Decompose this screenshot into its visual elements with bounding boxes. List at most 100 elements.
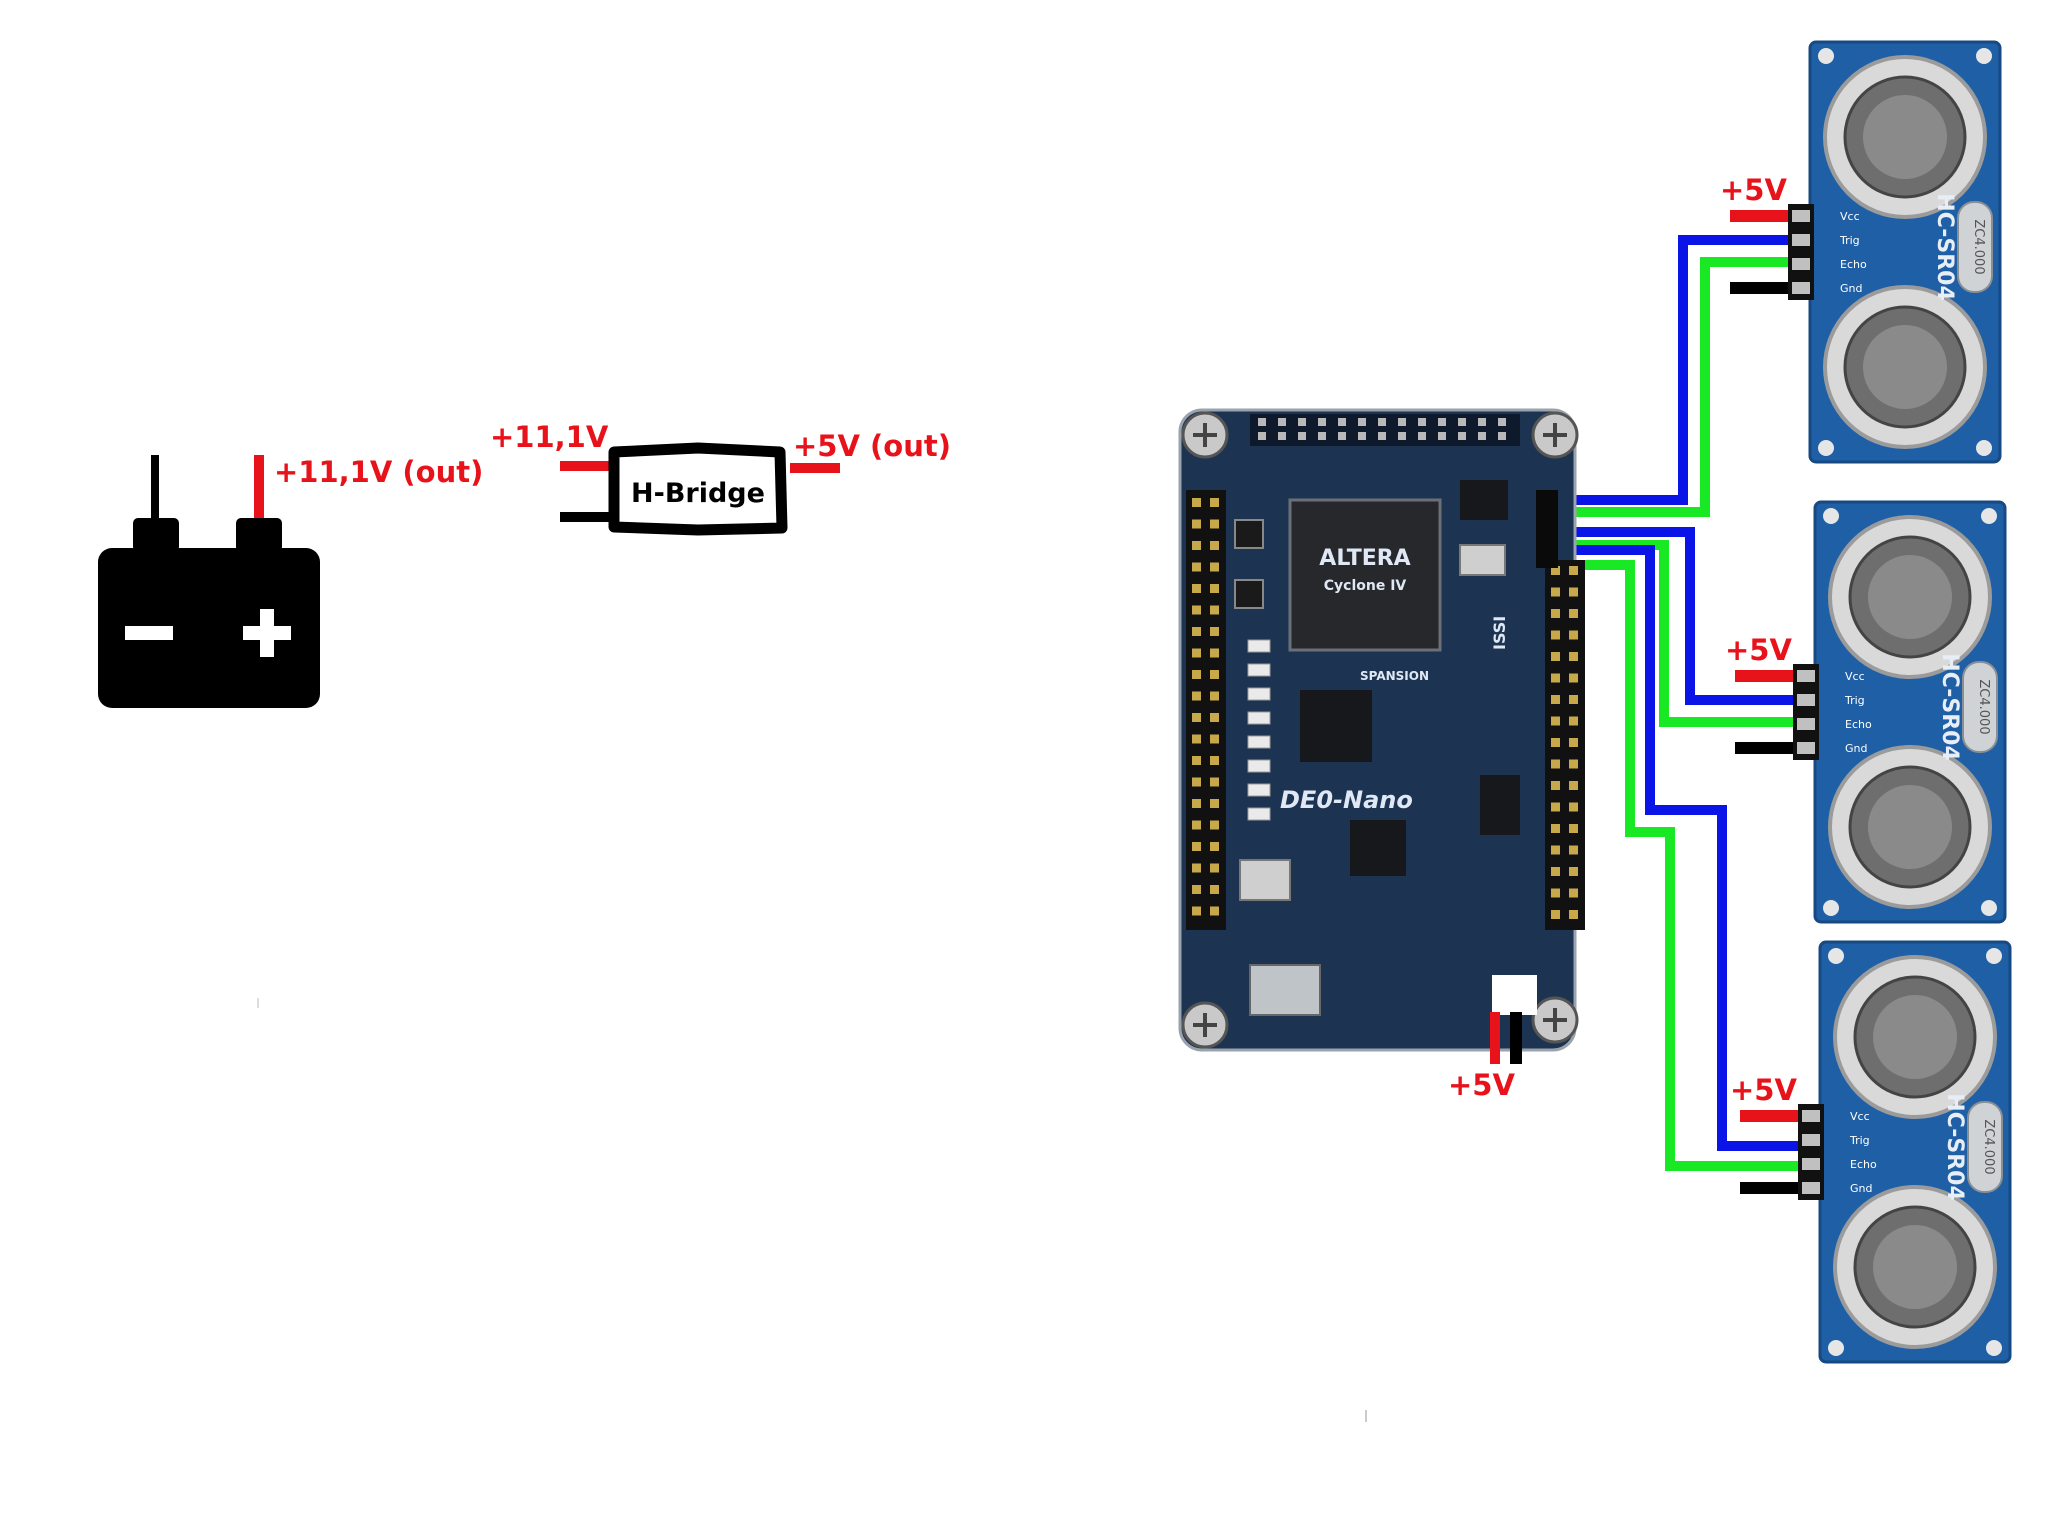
header-pin (1192, 734, 1201, 744)
header-pin (1569, 781, 1578, 790)
board-power-label: +5V (1448, 1068, 1515, 1102)
sensor-pin-label: Vcc (1845, 670, 1865, 683)
header-pin (1210, 627, 1219, 636)
header-pin (1551, 566, 1560, 575)
header-pin (1551, 652, 1560, 661)
hbridge-in-black-lead (560, 512, 612, 522)
memory-label: ISSI (1490, 616, 1509, 650)
header-pin (1192, 863, 1201, 873)
header-pin (1210, 691, 1219, 701)
header-pin (1192, 777, 1201, 787)
header-pin (1418, 432, 1426, 440)
sensor-vcc-red-lead (1730, 210, 1788, 222)
header-pin (1210, 713, 1219, 722)
mounting-hole (1823, 508, 1839, 524)
header-pin (1258, 432, 1266, 440)
led-column (1247, 639, 1271, 821)
mounting-screw-icon (1181, 411, 1229, 459)
mini-usb-connector-icon (1249, 964, 1321, 1016)
header-pin (1192, 498, 1201, 507)
artifact-mark (257, 998, 259, 1008)
header-pin (1418, 418, 1426, 426)
sensor-pin-label: Echo (1840, 258, 1867, 271)
board-name: DE0-Nano (1280, 786, 1413, 814)
header-pin (1192, 605, 1201, 615)
fpga-chip-name: Cyclone IV (1324, 578, 1407, 594)
header-pin (1551, 888, 1560, 898)
sensor-pin-label: Vcc (1850, 1110, 1870, 1123)
wire-echo-1 (1548, 257, 1795, 517)
led-icon (1247, 687, 1271, 701)
oscillator (1459, 544, 1506, 576)
adc-chip (1480, 775, 1520, 835)
sensor-pin (1797, 718, 1815, 730)
mounting-screw-icon (1531, 996, 1579, 1044)
sensor-vcc-red-lead (1740, 1110, 1798, 1122)
sensor-model-label: HC-SR04 (1942, 1093, 1967, 1201)
header-pin (1478, 432, 1486, 440)
mounting-hole (1976, 440, 1992, 456)
sensor-pin (1802, 1182, 1820, 1194)
led-icon (1247, 711, 1271, 725)
crystal-label: ZC4.000 (1981, 1119, 1996, 1174)
header-pin (1498, 418, 1506, 426)
header-pin (1192, 799, 1201, 808)
header-pin (1551, 587, 1560, 597)
header-pin (1192, 756, 1201, 765)
battery-out-label: +11,1V (out) (274, 455, 483, 489)
header-pin (1438, 418, 1446, 426)
mounting-hole (1981, 900, 1997, 916)
ultrasonic-transducer-icon (1823, 55, 1987, 219)
header-pin (1569, 845, 1578, 855)
header-pin (1569, 630, 1578, 640)
crystal-oscillator (1967, 1101, 2003, 1193)
header-pin (1569, 716, 1578, 726)
header-pin (1192, 648, 1201, 658)
sensor-pin-label: Trig (1839, 234, 1860, 247)
header-pin (1192, 820, 1201, 830)
minus-icon (125, 626, 173, 640)
sensor-model-label: HC-SR04 (1937, 653, 1962, 761)
sensor-pin (1792, 282, 1810, 294)
header-pin (1210, 734, 1219, 744)
sensor-pin-label: Echo (1850, 1158, 1877, 1171)
sensor-pin-label: Gnd (1850, 1182, 1872, 1195)
sdram-chip (1300, 690, 1372, 762)
board-5v-black-lead (1510, 1012, 1522, 1064)
header-pin (1569, 695, 1578, 704)
header-pin (1210, 519, 1219, 529)
header-pin (1210, 777, 1219, 787)
hbridge-in-red-lead (560, 461, 612, 471)
header-pin (1192, 906, 1201, 916)
hbridge-out-red-lead (790, 463, 840, 473)
sensor-pin (1797, 742, 1815, 754)
header-pin (1210, 799, 1219, 808)
header-pin (1398, 418, 1406, 426)
mounting-screw-icon (1181, 1001, 1229, 1049)
header-pin (1551, 802, 1560, 812)
hbridge-title: H-Bridge (631, 478, 765, 509)
header-pin (1210, 498, 1219, 507)
artifact-mark (1365, 1410, 1367, 1422)
header-pin (1551, 867, 1560, 876)
header-pin (1569, 609, 1578, 618)
sensor-model-label: HC-SR04 (1932, 193, 1957, 301)
crystal-label: ZC4.000 (1971, 219, 1986, 274)
battery-red-lead (254, 455, 264, 520)
header-pin (1192, 691, 1201, 701)
header-pin (1569, 566, 1578, 575)
hbridge-box (608, 442, 788, 536)
header-pin (1358, 418, 1366, 426)
crystal-oscillator (1962, 661, 1998, 753)
sensor-group: ZC4.000HC-SR04VccTrigEchoGnd+5VZC4.000HC… (1720, 40, 2012, 1364)
sensor-pin-label: Gnd (1840, 282, 1862, 295)
ultrasonic-transducer-icon (1828, 745, 1992, 909)
power-pad (1492, 975, 1537, 1015)
crystal-label: ZC4.000 (1976, 679, 1991, 734)
header-pin (1569, 802, 1578, 812)
header-pin (1551, 673, 1560, 683)
header-pin (1298, 432, 1306, 440)
wire-trig-1 (1548, 235, 1795, 505)
header-pin (1569, 824, 1578, 833)
